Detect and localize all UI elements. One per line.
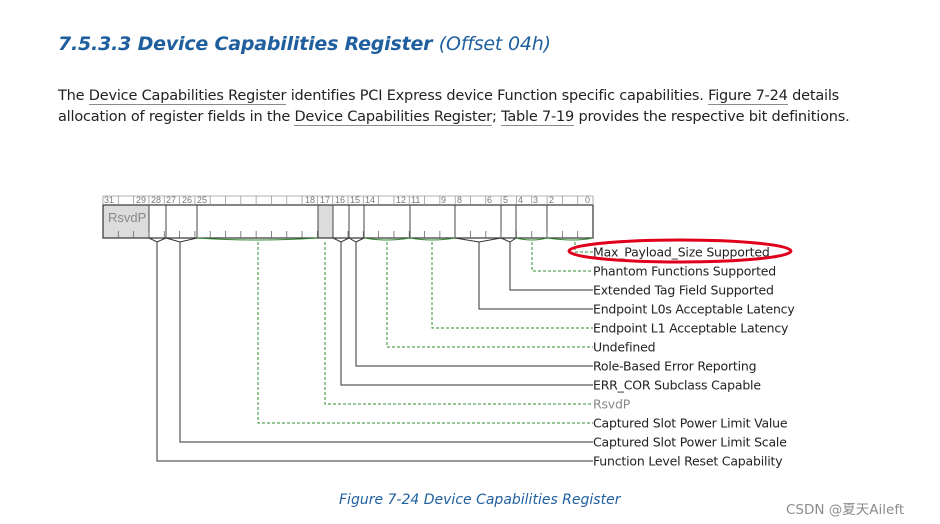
register-field-box (165, 204, 198, 239)
field-leader-line (386, 242, 593, 348)
bit-number: 29 (136, 195, 146, 205)
text-run: provides the respective bit definitions. (574, 109, 850, 125)
register-field-box (454, 204, 502, 239)
register-offset: (Offset 04h) (438, 33, 551, 55)
field-brace (363, 237, 411, 241)
field-label: Function Level Reset Capability (593, 454, 783, 469)
field-label: Undefined (593, 340, 655, 355)
field-leader-line (257, 242, 593, 424)
field-label: RsvdP (593, 397, 631, 412)
field-label: Phantom Functions Supported (593, 264, 776, 279)
register-field-box (148, 204, 167, 239)
bit-number: 4 (518, 195, 523, 205)
text-run: details (787, 88, 840, 104)
bit-number: 2 (549, 195, 554, 205)
section-number: 7.5.3.3 (58, 33, 132, 55)
register-link[interactable]: Device Capabilities Register (88, 88, 287, 105)
field-brace (515, 237, 548, 241)
text-run: The (58, 88, 89, 104)
register-field-box (348, 204, 365, 239)
field-leader-line (431, 242, 593, 329)
bit-number: 14 (365, 195, 375, 205)
bit-number: 9 (441, 195, 446, 205)
field-chevron (348, 237, 365, 243)
field-chevron (500, 237, 517, 243)
field-brace (196, 237, 319, 241)
rsvd-field-label: RsvdP (108, 210, 146, 225)
register-field-box (332, 204, 350, 239)
field-brace (546, 237, 594, 241)
field-leader-line (156, 242, 593, 462)
bit-number: 27 (166, 195, 176, 205)
bit-number: 15 (350, 195, 360, 205)
paragraph-line-1: The Device Capabilities Register identif… (58, 86, 858, 107)
field-leader-line (324, 242, 593, 405)
register-field-box (500, 204, 517, 239)
figure-link[interactable]: Figure 7-24 (708, 88, 788, 105)
description-paragraph: The Device Capabilities Register identif… (58, 86, 858, 128)
field-leader-lines (148, 237, 594, 462)
field-label: Endpoint L0s Acceptable Latency (593, 302, 795, 317)
register-field-box (317, 204, 334, 239)
field-label: Endpoint L1 Acceptable Latency (593, 321, 789, 336)
field-chevron (165, 237, 198, 243)
field-leader-line (179, 242, 593, 443)
bit-number: 26 (182, 195, 192, 205)
table-link[interactable]: Table 7-19 (501, 109, 575, 126)
text-run: ; (491, 109, 502, 125)
field-leader-line (574, 242, 593, 253)
field-label: Max_Payload_Size Supported (593, 245, 770, 260)
field-leader-line (355, 242, 593, 367)
text-run: identifies PCI Express device Function s… (286, 88, 709, 104)
field-label: Captured Slot Power Limit Value (593, 416, 788, 431)
text-run: allocation of register fields in the (58, 109, 295, 125)
bit-number: 12 (396, 195, 406, 205)
field-brace (409, 237, 456, 241)
bit-number: 31 (104, 195, 114, 205)
field-chevron (332, 237, 350, 243)
bit-number: 11 (411, 195, 420, 205)
register-box: RsvdP (102, 195, 594, 239)
watermark: CSDN @夏天Aileft (786, 502, 905, 518)
section-heading: 7.5.3.3 Device Capabilities Register (Of… (58, 33, 551, 55)
register-field-box (546, 204, 594, 239)
bit-number: 3 (533, 195, 538, 205)
field-label: Extended Tag Field Supported (593, 283, 774, 298)
register-field-box (363, 204, 411, 239)
field-label: ERR_COR Subclass Capable (593, 378, 761, 393)
section-title: Device Capabilities Register (137, 33, 433, 55)
field-chevron (454, 237, 502, 243)
register-link[interactable]: Device Capabilities Register (294, 109, 492, 126)
field-leader-line (340, 242, 593, 386)
bit-number: 0 (585, 195, 590, 205)
bit-number: 28 (151, 195, 161, 205)
field-label: Captured Slot Power Limit Scale (593, 435, 787, 450)
field-leader-line (478, 242, 593, 310)
bit-number: 8 (457, 195, 462, 205)
bit-number: 25 (197, 195, 207, 205)
bit-number: 17 (320, 195, 330, 205)
register-field-box (196, 204, 319, 239)
field-leader-line (509, 242, 593, 291)
register-field-box (409, 204, 456, 239)
paragraph-line-2: allocation of register fields in the Dev… (58, 107, 858, 128)
bit-number: 16 (335, 195, 345, 205)
field-chevron (148, 237, 167, 243)
bit-number: 5 (503, 195, 508, 205)
field-label: Role-Based Error Reporting (593, 359, 756, 374)
bit-number: 18 (305, 195, 315, 205)
bit-number: 6 (487, 195, 492, 205)
figure-caption: Figure 7-24 Device Capabilities Register (339, 492, 621, 508)
highlight-ellipse (567, 238, 793, 264)
